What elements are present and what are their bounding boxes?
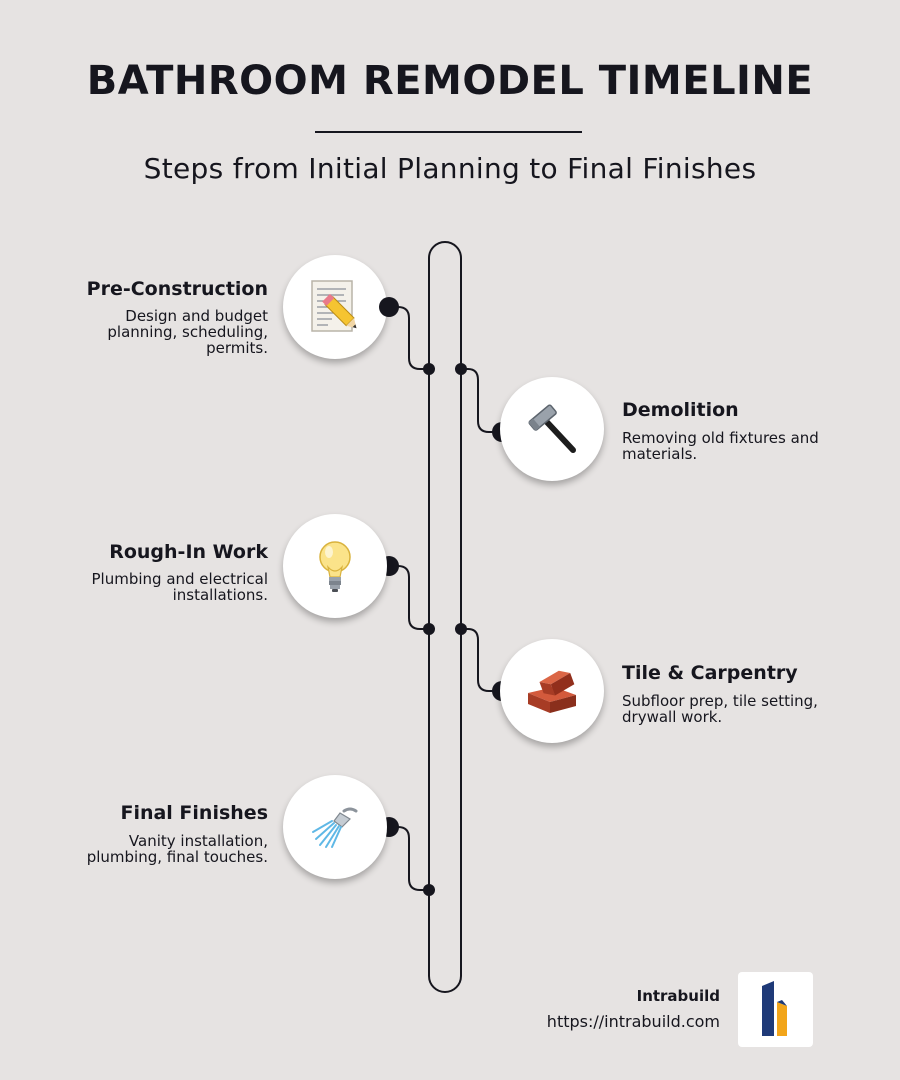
step-desc-demolition: Removing old fixtures and materials. bbox=[622, 429, 819, 463]
track-node bbox=[423, 623, 435, 635]
memo-pencil-icon bbox=[311, 280, 357, 332]
logo-mark bbox=[762, 981, 787, 1036]
connector-final-finishes bbox=[389, 826, 429, 891]
step-title-rough-in: Rough-In Work bbox=[109, 541, 268, 563]
track-node bbox=[455, 623, 467, 635]
track-node bbox=[455, 363, 467, 375]
step-desc-final-finishes: Vanity installation, plumbing, final tou… bbox=[86, 832, 268, 866]
track-node bbox=[423, 363, 435, 375]
step-title-pre-construction: Pre-Construction bbox=[86, 278, 268, 300]
step-desc-rough-in: Plumbing and electrical installations. bbox=[91, 570, 269, 604]
step-title-demolition: Demolition bbox=[622, 399, 739, 421]
timeline-track bbox=[428, 241, 462, 993]
connector-demolition bbox=[461, 368, 502, 433]
brand-name: Intrabuild bbox=[636, 987, 720, 1005]
final-finishes-icon-circle bbox=[283, 775, 387, 879]
step-desc-tile-carpentry: Subfloor prep, tile setting, drywall wor… bbox=[622, 692, 818, 726]
step-title-final-finishes: Final Finishes bbox=[120, 802, 268, 824]
connector-pre-construction bbox=[389, 306, 429, 370]
hammer-icon bbox=[528, 404, 576, 453]
pre-construction-icon-circle bbox=[283, 255, 387, 359]
track-node bbox=[423, 884, 435, 896]
title-divider bbox=[315, 131, 582, 133]
rough-in-icon-circle bbox=[283, 514, 387, 618]
demolition-icon-circle bbox=[500, 377, 604, 481]
intrabuild-logo bbox=[738, 972, 813, 1047]
shower-icon bbox=[312, 807, 358, 848]
bricks-icon bbox=[528, 670, 576, 713]
lightbulb-icon bbox=[319, 541, 351, 592]
page-subtitle: Steps from Initial Planning to Final Fin… bbox=[143, 152, 757, 185]
brand-url[interactable]: https://intrabuild.com bbox=[546, 1012, 720, 1031]
step-title-tile-carpentry: Tile & Carpentry bbox=[622, 662, 798, 684]
tile-carpentry-icon-circle bbox=[500, 639, 604, 743]
page-title: BATHROOM REMODEL TIMELINE bbox=[86, 58, 814, 104]
step-desc-pre-construction: Design and budget planning, scheduling, … bbox=[107, 307, 268, 357]
connector-tile-carpentry bbox=[461, 628, 502, 692]
connector-rough-in bbox=[389, 565, 429, 630]
